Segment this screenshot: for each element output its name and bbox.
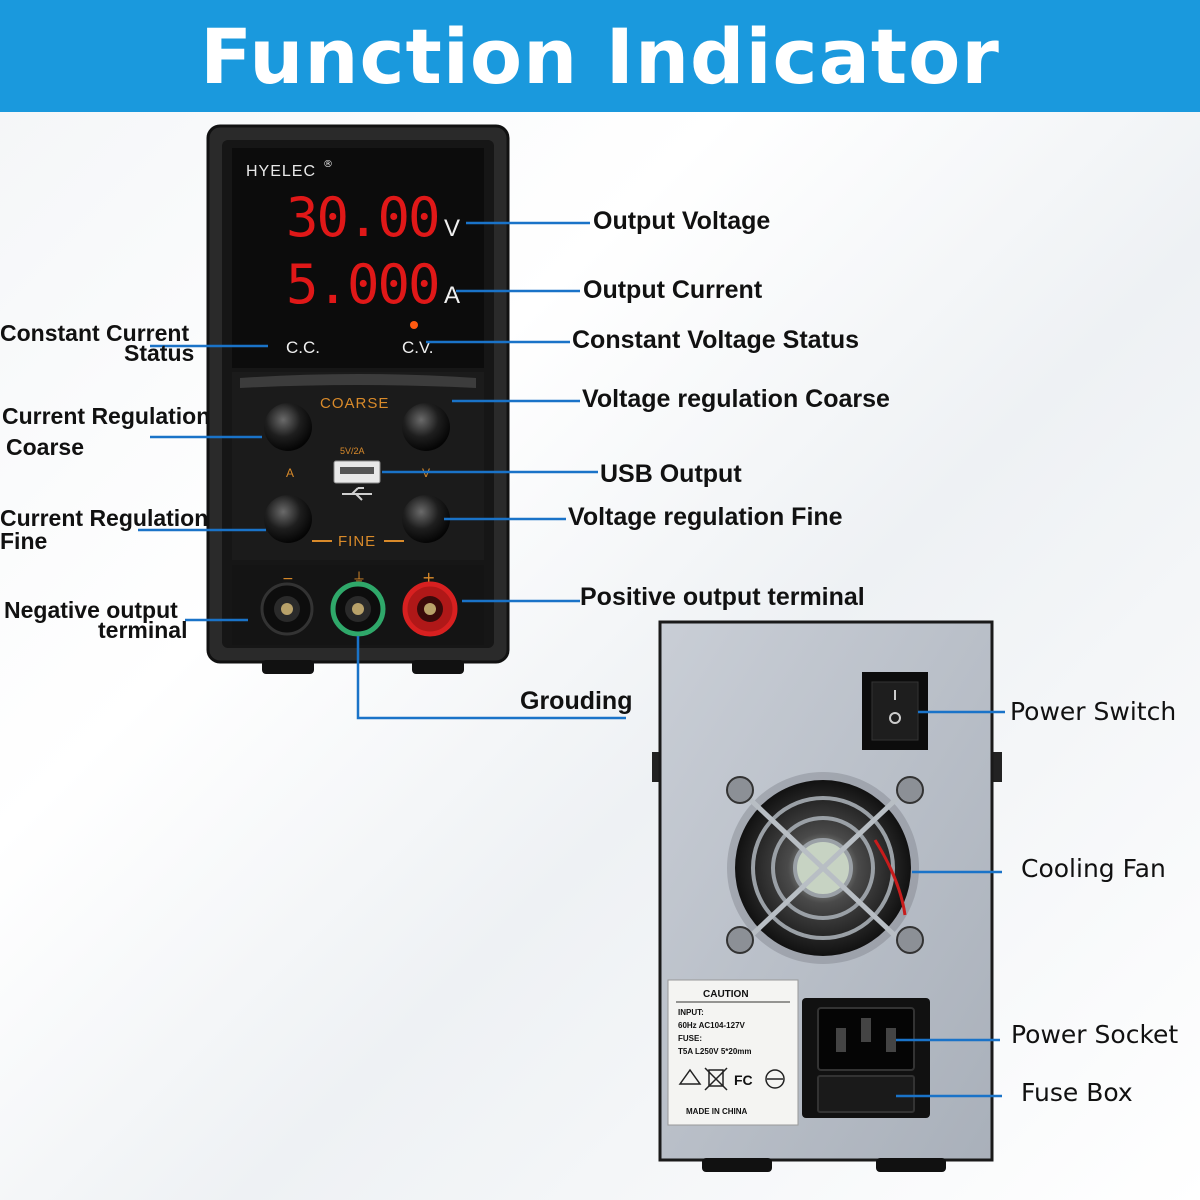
made-in-label: MADE IN CHINA	[686, 1107, 748, 1116]
fan-screw-br	[896, 926, 924, 954]
leader-lines	[138, 221, 1005, 1098]
socket-pin-left	[836, 1028, 846, 1052]
leader-grounding	[356, 636, 626, 720]
control-panel-highlight	[240, 374, 476, 388]
usb-port-tongue	[340, 467, 374, 474]
callout-current-regulation-fine-line2: Fine	[0, 528, 48, 554]
power-supply-front: HYELEC ® 30.00 V 5.000 A C.C. C.V. COARS…	[206, 124, 510, 674]
socket-pin-right	[886, 1028, 896, 1052]
fine-label: FINE	[338, 533, 376, 550]
brand-registered-mark: ®	[323, 159, 333, 170]
caution-input-spec: 60Hz AC104-127V	[678, 1021, 746, 1030]
voltage-unit: V	[444, 215, 460, 242]
callout-current-regulation-fine-line1: Current Regulation	[0, 505, 209, 531]
callout-negative-output-terminal-line1: Negative output	[4, 597, 178, 623]
caution-title: CAUTION	[703, 989, 749, 1000]
callout-cooling-fan: Cooling Fan	[1021, 854, 1166, 883]
voltage-fine-knob[interactable]	[402, 495, 450, 543]
voltage-readout: 30.00	[286, 186, 439, 249]
callout-voltage-regulation-fine: Voltage regulation Fine	[568, 503, 843, 531]
callout-power-switch: Power Switch	[1010, 697, 1177, 726]
display-panel	[232, 148, 484, 368]
cooling-fan	[726, 772, 924, 964]
caution-label	[667, 979, 799, 1126]
current-fine-knob[interactable]	[264, 495, 312, 543]
callout-constant-current-status-line2: Status	[124, 340, 195, 366]
current-readout: 5.000	[286, 253, 439, 316]
callout-constant-current-status-line1: Constant Current	[0, 320, 190, 346]
cv-indicator-label: C.V.	[402, 338, 434, 357]
fc-mark: FC	[734, 1072, 753, 1088]
callout-positive-output-terminal: Positive output terminal	[580, 583, 865, 611]
voltage-coarse-knob[interactable]	[402, 403, 450, 451]
knob-a-label: A	[286, 466, 294, 480]
brand-logo: HYELEC	[246, 163, 316, 180]
callout-power-socket: Power Socket	[1011, 1020, 1179, 1049]
usb-rating-label: 5V/2A	[340, 446, 365, 456]
negative-terminal[interactable]	[260, 582, 314, 636]
title-banner: Function Indicator	[0, 0, 1200, 112]
fan-screw-bl	[726, 926, 754, 954]
current-coarse-knob[interactable]	[264, 403, 312, 451]
front-foot-left	[262, 660, 314, 674]
callout-negative-output-terminal-line2: terminal	[98, 617, 188, 643]
positive-terminal[interactable]	[402, 581, 458, 637]
front-foot-right	[412, 660, 464, 674]
cv-status-led	[410, 321, 418, 329]
ground-terminal[interactable]	[330, 581, 386, 637]
fuse-box[interactable]	[817, 1075, 915, 1113]
fan-screw-tl	[726, 776, 754, 804]
coarse-label: COARSE	[320, 395, 389, 412]
callout-voltage-regulation-coarse: Voltage regulation Coarse	[582, 385, 890, 413]
callout-current-regulation-coarse-line2: Coarse	[6, 434, 84, 460]
fan-screw-tr	[896, 776, 924, 804]
recycle-icon	[678, 1068, 702, 1085]
ce-circle-icon	[765, 1069, 785, 1089]
caution-input: INPUT:	[678, 1008, 704, 1017]
page-title: Function Indicator	[200, 11, 1000, 101]
callout-output-current: Output Current	[583, 276, 763, 304]
weee-bin-icon	[704, 1067, 728, 1091]
callout-grounding: Grouding	[520, 687, 633, 715]
current-unit: A	[444, 282, 460, 309]
rear-foot-right	[876, 1158, 946, 1172]
terminal-negative-mark: −	[282, 571, 294, 587]
callout-output-voltage: Output Voltage	[593, 207, 771, 235]
rear-foot-left	[702, 1158, 772, 1172]
power-supply-rear: CAUTION INPUT: 60Hz AC104-127V FUSE: T5A…	[652, 620, 1002, 1172]
cc-indicator-label: C.C.	[286, 338, 320, 357]
callout-current-regulation-coarse-line1: Current Regulation	[2, 403, 211, 429]
callout-constant-voltage-status: Constant Voltage Status	[572, 326, 860, 354]
socket-pin-center	[861, 1018, 871, 1042]
caution-fuse-spec: T5A L250V 5*20mm	[678, 1047, 752, 1056]
usb-icon	[342, 487, 372, 501]
power-switch-off-mark	[889, 712, 901, 724]
callout-fuse-box: Fuse Box	[1021, 1078, 1133, 1107]
caution-fuse: FUSE:	[678, 1034, 702, 1043]
callout-usb-output: USB Output	[600, 460, 742, 488]
